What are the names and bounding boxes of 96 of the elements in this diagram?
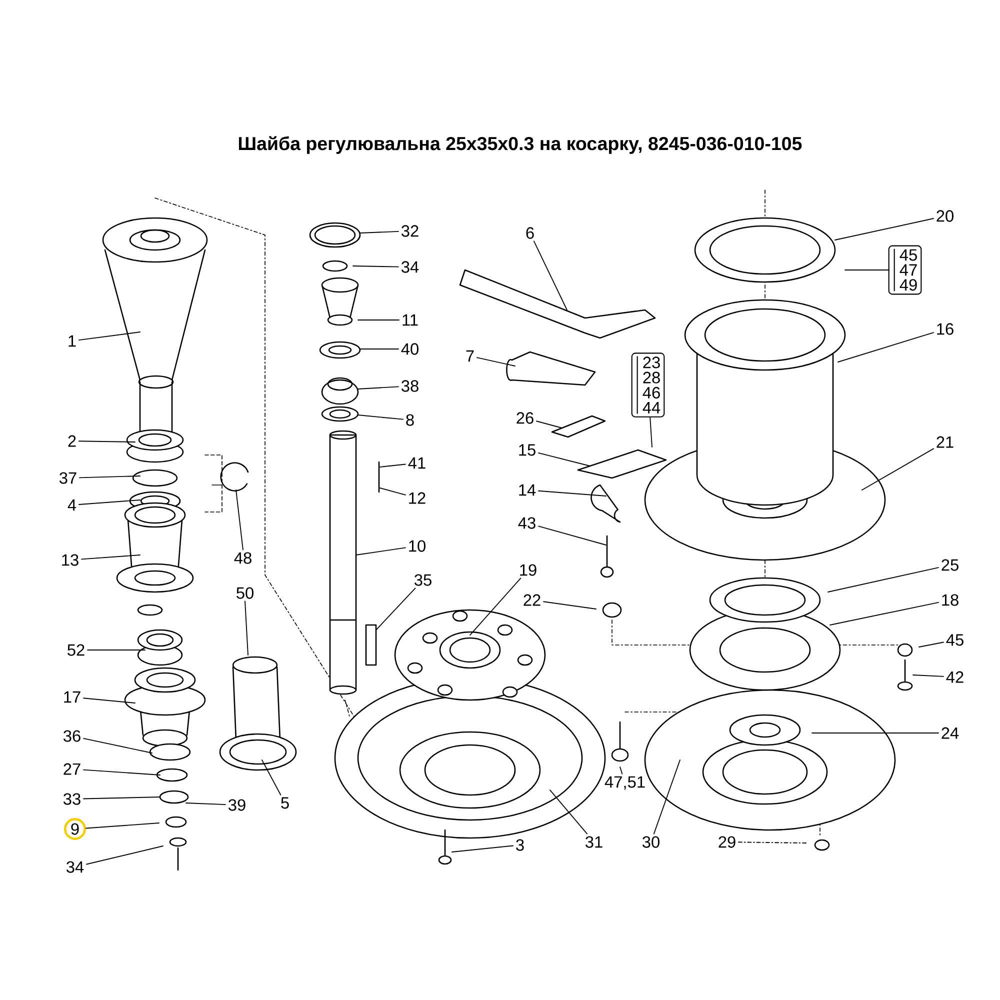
callout-number: 32 <box>402 225 418 237</box>
callout-number: 12 <box>409 492 426 504</box>
callout-number: 16 <box>937 323 954 335</box>
leader-line <box>538 526 606 546</box>
callout-number: 41 <box>408 457 426 469</box>
callout-number: 48 <box>234 552 252 564</box>
callout-number: 34 <box>402 261 419 273</box>
leader-line <box>358 414 404 420</box>
callout-number: 35 <box>414 574 432 586</box>
callout-number: 15 <box>519 444 536 456</box>
callout-number: 6 <box>526 227 534 239</box>
leader-line <box>186 802 226 806</box>
leader-line <box>262 760 282 796</box>
callout-number: 31 <box>586 836 602 848</box>
leader-line <box>550 790 588 834</box>
leader-line <box>452 845 514 852</box>
leader-line <box>838 332 934 362</box>
leader-line <box>83 698 136 704</box>
leader-line <box>830 602 939 626</box>
leader-line <box>862 448 934 490</box>
leader-line <box>360 231 399 234</box>
leader-line <box>538 452 590 466</box>
callout-number: 20 <box>936 210 954 222</box>
callout-number: 1 <box>68 335 76 347</box>
callout-number: 3 <box>516 839 524 851</box>
callout-number: 5 <box>281 797 289 809</box>
callout-number: 47,51 <box>604 776 645 790</box>
leader-line <box>918 642 944 648</box>
callout-number: 52 <box>68 644 84 656</box>
callout-number: 45 <box>946 634 964 646</box>
callout-group-box: 45 47 49 <box>888 245 922 295</box>
callout-number: 30 <box>642 836 660 848</box>
leader-line <box>78 440 136 442</box>
callout-number: 21 <box>936 436 954 448</box>
leader-line <box>81 554 140 560</box>
leader-line <box>83 769 160 776</box>
leader-line <box>650 416 652 448</box>
callout-number: 7 <box>466 350 474 362</box>
leader-line <box>352 266 399 268</box>
leader-line <box>78 332 140 341</box>
leader-line <box>380 488 406 496</box>
callout-number: 4 <box>68 499 76 511</box>
callout-number: 19 <box>520 564 536 576</box>
leader-line <box>912 674 944 677</box>
callout-number: 14 <box>519 484 536 496</box>
callout-group-box: 23 28 46 44 <box>631 352 665 418</box>
leader-line <box>536 420 562 428</box>
callout-number: 37 <box>60 472 76 484</box>
callout-number: 39 <box>228 799 246 811</box>
title: Шайба регулювальна 25x35x0.3 на косарку, 8245-036-010-105 <box>238 136 802 154</box>
leader-line <box>470 578 522 636</box>
callout-number: 29 <box>718 836 736 848</box>
callout-number: 8 <box>406 414 414 426</box>
leader-line <box>543 601 596 610</box>
callout-number: 42 <box>946 671 964 683</box>
callout-number: 22 <box>524 594 540 606</box>
leader-line <box>828 567 939 592</box>
leader-line <box>86 822 160 829</box>
leader-line <box>244 600 248 656</box>
leader-line <box>356 547 406 556</box>
leader-line <box>376 588 416 630</box>
callout-number: 38 <box>402 380 418 392</box>
highlighted-callout-number: 9 <box>64 818 86 840</box>
leader-line <box>533 240 568 310</box>
leader-line <box>236 490 244 550</box>
leader-line <box>78 500 140 505</box>
leader-line <box>738 842 808 844</box>
callout-number: 17 <box>64 691 80 703</box>
leader-line <box>380 464 406 468</box>
callout-number: 24 <box>942 727 959 739</box>
callout-number: 36 <box>64 730 80 742</box>
leader-line <box>79 476 140 478</box>
leader-line <box>620 766 623 774</box>
callout-number: 27 <box>64 763 80 775</box>
callout-number: 2 <box>68 435 76 447</box>
callout-number: 43 <box>518 517 536 529</box>
leader-line <box>653 760 680 834</box>
callout-number: 50 <box>236 587 254 599</box>
callout-number: 10 <box>409 540 426 552</box>
callout-number: 33 <box>64 793 80 805</box>
callout-number: 26 <box>516 412 534 424</box>
leader-line <box>83 796 160 800</box>
callout-number: 25 <box>942 559 958 571</box>
callout-number: 34 <box>66 861 84 873</box>
callout-number: 40 <box>401 343 418 355</box>
leader-line <box>358 386 399 390</box>
leader-line <box>538 490 606 496</box>
leader-line <box>834 218 934 240</box>
callout-number: 13 <box>62 554 78 566</box>
leader-line <box>86 846 164 865</box>
leader-line <box>476 357 516 366</box>
callout-number: 18 <box>942 594 958 606</box>
leader-line <box>360 348 399 350</box>
leader-line <box>812 732 939 734</box>
callout-number: 11 <box>402 314 418 326</box>
leader-line <box>83 738 152 754</box>
